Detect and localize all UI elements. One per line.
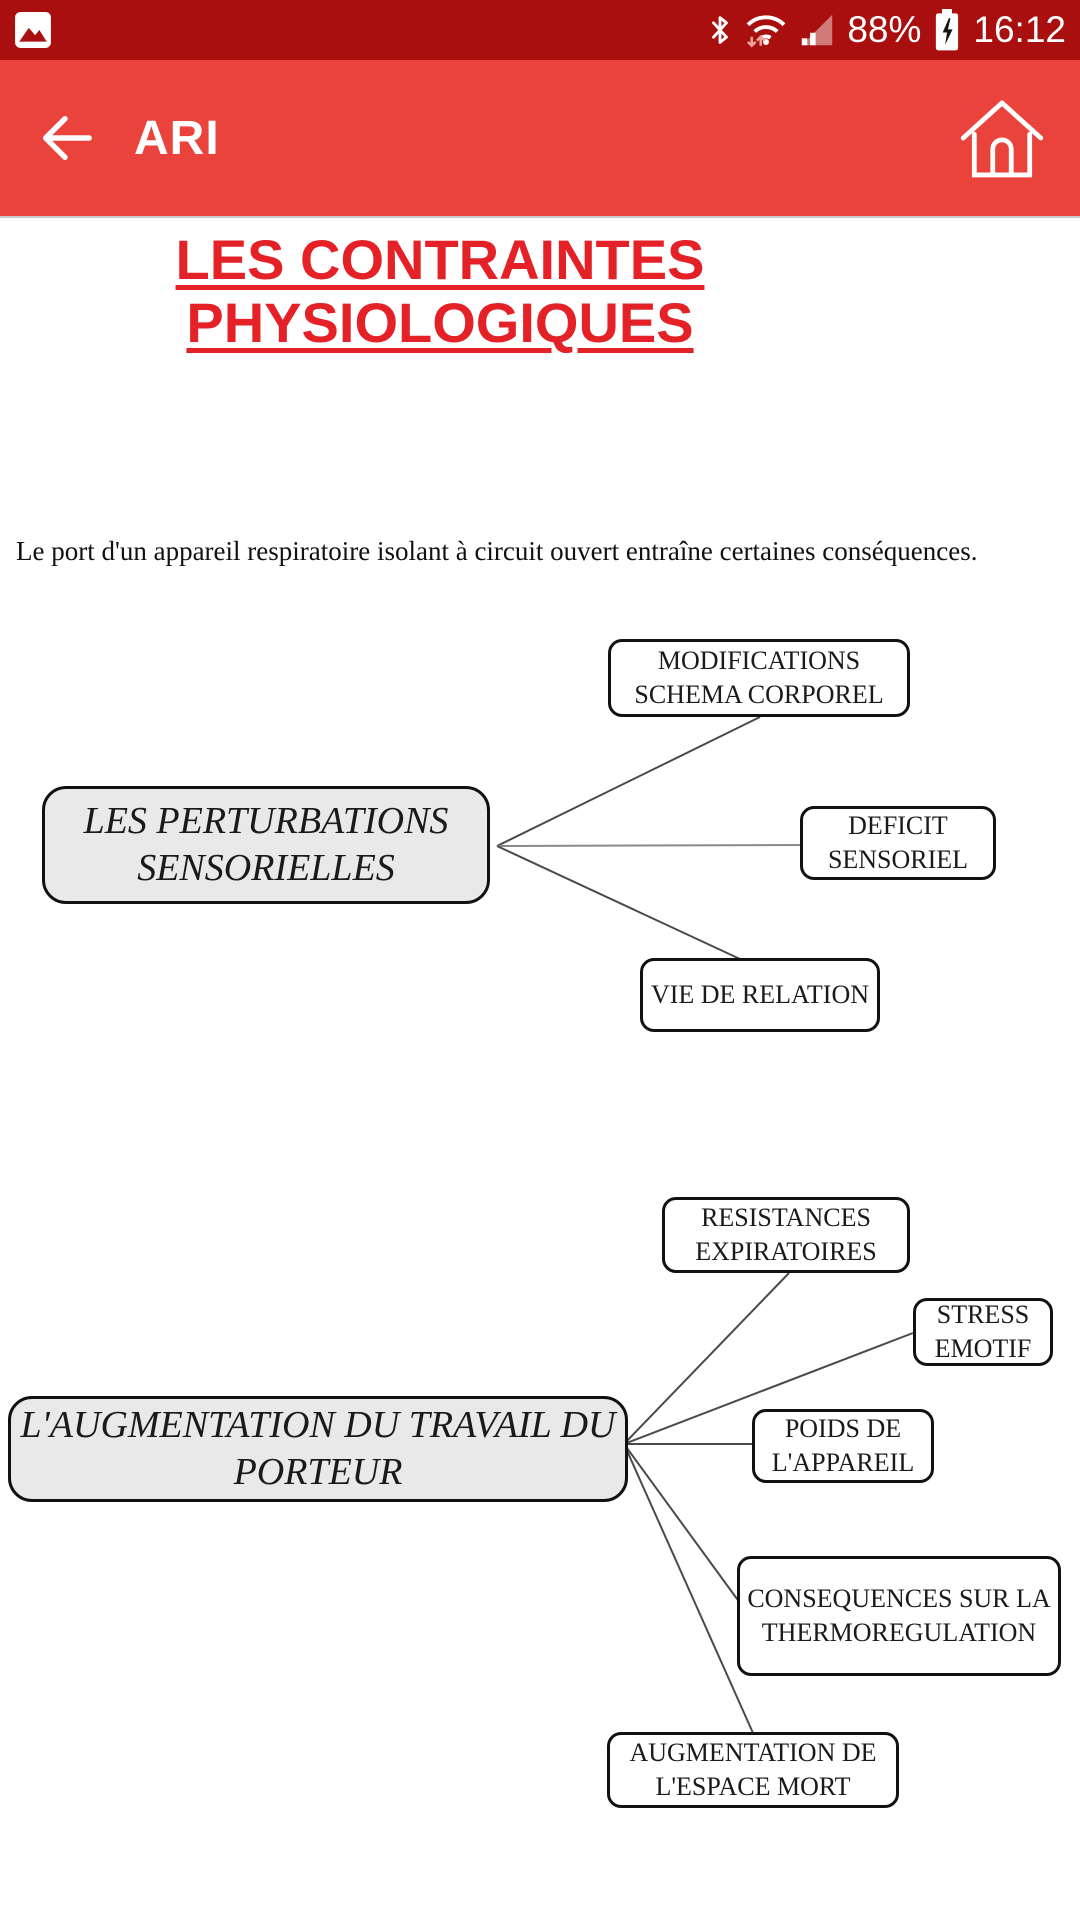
home-icon [960, 100, 1044, 178]
document-view: LES CONTRAINTES PHYSIOLOGIQUES Le port d… [0, 220, 1080, 1920]
diagram-box-augmentation-espace-mort: AUGMENTATION DE L'ESPACE MORT [607, 1732, 899, 1808]
battery-icon [936, 9, 959, 51]
diagram-box-stress-emotif: STRESS EMOTIF [913, 1298, 1053, 1366]
wifi-icon [746, 15, 786, 48]
diagram-box-perturbations-sensorielles: LES PERTURBATIONS SENSORIELLES [42, 786, 490, 904]
signal-icon [802, 14, 833, 46]
app-bar: ARI [0, 60, 1080, 218]
document-title-line1: LES CONTRAINTES [175, 228, 705, 291]
diagram-box-deficit-sensoriel: DEFICIT SENSORIEL [800, 806, 996, 880]
diagram-connector-lines [496, 716, 914, 1734]
back-arrow-icon [42, 115, 92, 161]
diagram-box-poids-de-l-appareil: POIDS DE L'APPAREIL [752, 1409, 934, 1483]
diagram-box-modifications-schema-corporel: MODIFICATIONS SCHEMA CORPOREL [608, 639, 910, 717]
diagram-box-consequences-thermoregulation: CONSEQUENCES SUR LA THERMOREGULATION [737, 1556, 1061, 1676]
clock: 16:12 [973, 9, 1066, 50]
intro-paragraph: Le port d'un appareil respiratoire isola… [16, 536, 978, 566]
page-title: ARI [134, 111, 220, 165]
gallery-icon [15, 12, 51, 48]
bluetooth-icon [712, 16, 729, 44]
diagram-box-vie-de-relation: VIE DE RELATION [640, 958, 880, 1032]
home-button[interactable] [954, 90, 1050, 186]
diagram-box-augmentation-travail-porteur: L'AUGMENTATION DU TRAVAIL DU PORTEUR [8, 1396, 628, 1502]
back-button[interactable] [30, 103, 100, 173]
document-title: LES CONTRAINTES PHYSIOLOGIQUES [0, 228, 880, 355]
diagram-box-resistances-expiratoires: RESISTANCES EXPIRATOIRES [662, 1197, 910, 1273]
status-bar: 88% 16:12 [0, 0, 1080, 60]
document-title-line2: PHYSIOLOGIQUES [186, 291, 694, 355]
battery-percent: 88% [847, 9, 922, 50]
